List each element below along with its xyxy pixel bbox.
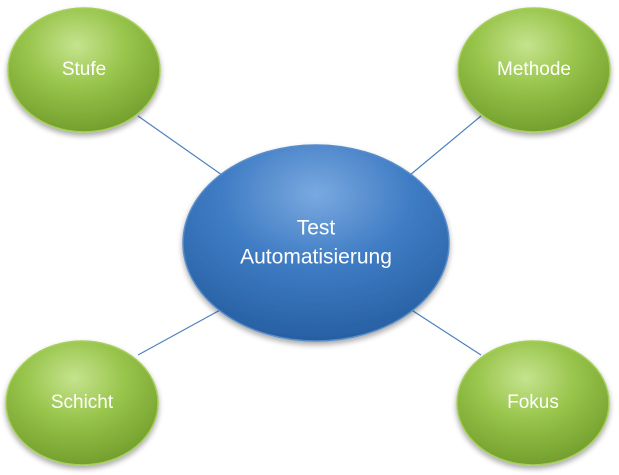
connector-stufe [137,115,223,176]
node-methode-label: Methode [497,59,571,80]
node-center-label-line2: Automatisierung [240,246,392,269]
connector-methode [409,115,482,176]
node-stufe-label: Stufe [62,59,106,80]
node-methode[interactable]: Methode [457,7,611,133]
node-fokus[interactable]: Fokus [456,340,610,466]
node-center-label-line1: Test [297,217,336,240]
node-stufe[interactable]: Stufe [7,7,161,133]
node-schicht[interactable]: Schicht [5,340,159,466]
connector-fokus [409,308,482,356]
node-fokus-label: Fokus [507,392,559,413]
node-center[interactable]: Test Automatisierung [182,144,450,342]
node-schicht-label: Schicht [51,392,114,413]
connector-schicht [137,308,223,356]
